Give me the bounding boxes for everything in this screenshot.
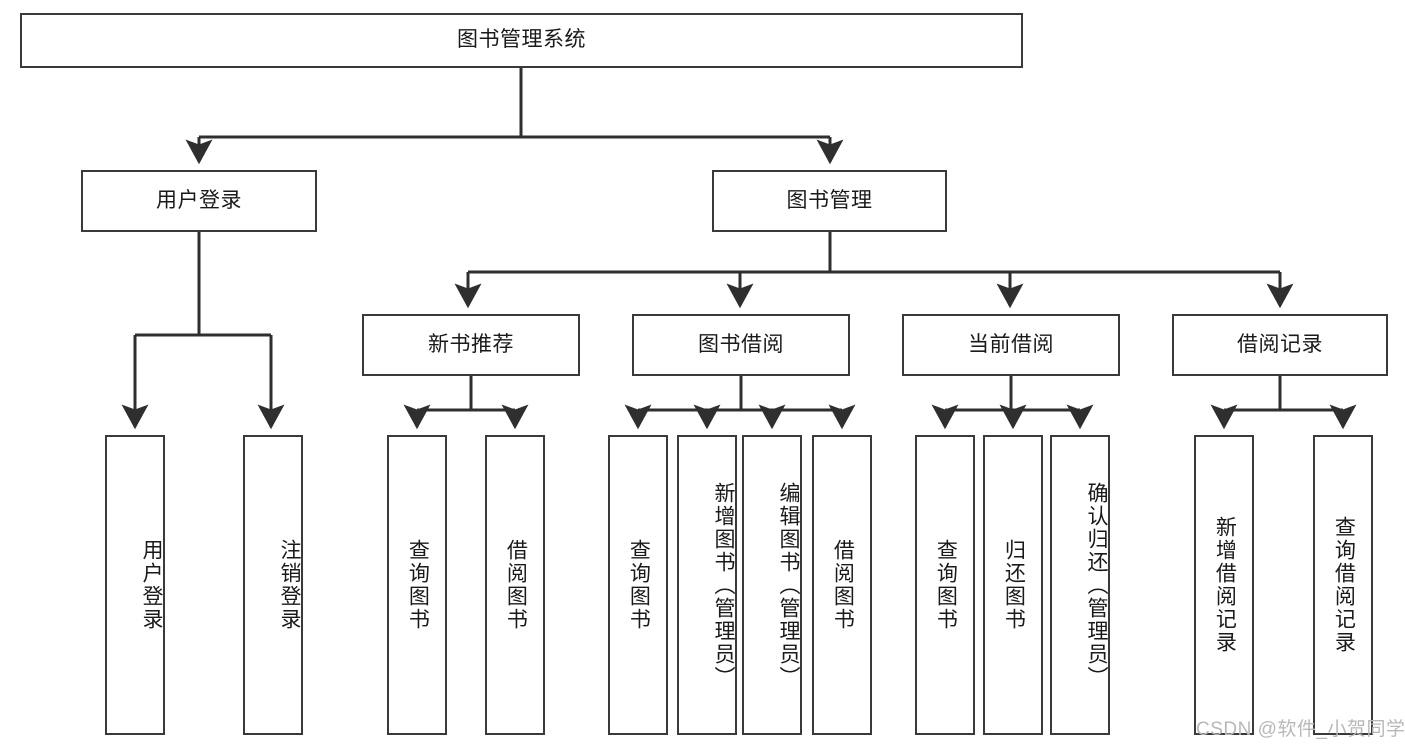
leaf-query-book-current[interactable]: 查询图书 bbox=[915, 435, 975, 735]
leaf-query-book-recommend[interactable]: 查询图书 bbox=[387, 435, 447, 735]
node-label: 注销登录 bbox=[278, 539, 301, 631]
node-label: 借阅图书 bbox=[831, 539, 855, 631]
leaf-query-borrow-record[interactable]: 查询借阅记录 bbox=[1313, 435, 1373, 735]
node-label: 借阅记录 bbox=[1237, 332, 1323, 356]
leaf-return-book[interactable]: 归还图书 bbox=[983, 435, 1043, 735]
node-label: 确认归还（管理员） bbox=[1085, 481, 1108, 689]
leaf-confirm-return-admin[interactable]: 确认归还（管理员） bbox=[1050, 435, 1110, 735]
leaf-add-book-admin[interactable]: 新增图书（管理员） bbox=[677, 435, 737, 735]
leaf-borrow-book[interactable]: 借阅图书 bbox=[812, 435, 872, 735]
leaf-add-borrow-record[interactable]: 新增借阅记录 bbox=[1194, 435, 1254, 735]
node-label: 图书管理 bbox=[786, 188, 873, 212]
node-label: 查询图书 bbox=[406, 539, 430, 631]
leaf-borrow-book-recommend[interactable]: 借阅图书 bbox=[485, 435, 545, 735]
csdn-watermark: CSDN @软件_小贺同学 bbox=[1196, 719, 1405, 740]
node-label: 用户登录 bbox=[140, 539, 163, 631]
node-user-login[interactable]: 用户登录 bbox=[81, 170, 317, 232]
leaf-logout-login[interactable]: 注销登录 bbox=[243, 435, 303, 735]
node-book-management[interactable]: 图书管理 bbox=[712, 170, 947, 232]
node-borrow-record[interactable]: 借阅记录 bbox=[1172, 314, 1388, 376]
node-label: 查询图书 bbox=[934, 539, 958, 631]
node-label: 借阅图书 bbox=[504, 539, 528, 631]
node-label: 用户登录 bbox=[156, 188, 242, 212]
node-root[interactable]: 图书管理系统 bbox=[20, 13, 1023, 68]
node-label: 新增图书（管理员） bbox=[712, 481, 735, 689]
leaf-query-book-borrow[interactable]: 查询图书 bbox=[608, 435, 668, 735]
node-label: 图书管理系统 bbox=[457, 28, 586, 52]
node-label: 归还图书 bbox=[1002, 539, 1026, 631]
node-label: 图书借阅 bbox=[698, 332, 784, 356]
node-label: 编辑图书（管理员） bbox=[777, 481, 800, 689]
node-label: 查询图书 bbox=[627, 539, 651, 631]
node-new-book-recommend[interactable]: 新书推荐 bbox=[362, 314, 580, 376]
leaf-user-login[interactable]: 用户登录 bbox=[105, 435, 165, 735]
leaf-edit-book-admin[interactable]: 编辑图书（管理员） bbox=[742, 435, 802, 735]
node-label: 新书推荐 bbox=[428, 332, 514, 356]
node-label: 当前借阅 bbox=[968, 332, 1054, 356]
node-book-borrow[interactable]: 图书借阅 bbox=[632, 314, 850, 376]
node-label: 新增借阅记录 bbox=[1213, 516, 1237, 654]
node-current-borrow[interactable]: 当前借阅 bbox=[902, 314, 1120, 376]
node-label: 查询借阅记录 bbox=[1332, 516, 1356, 654]
